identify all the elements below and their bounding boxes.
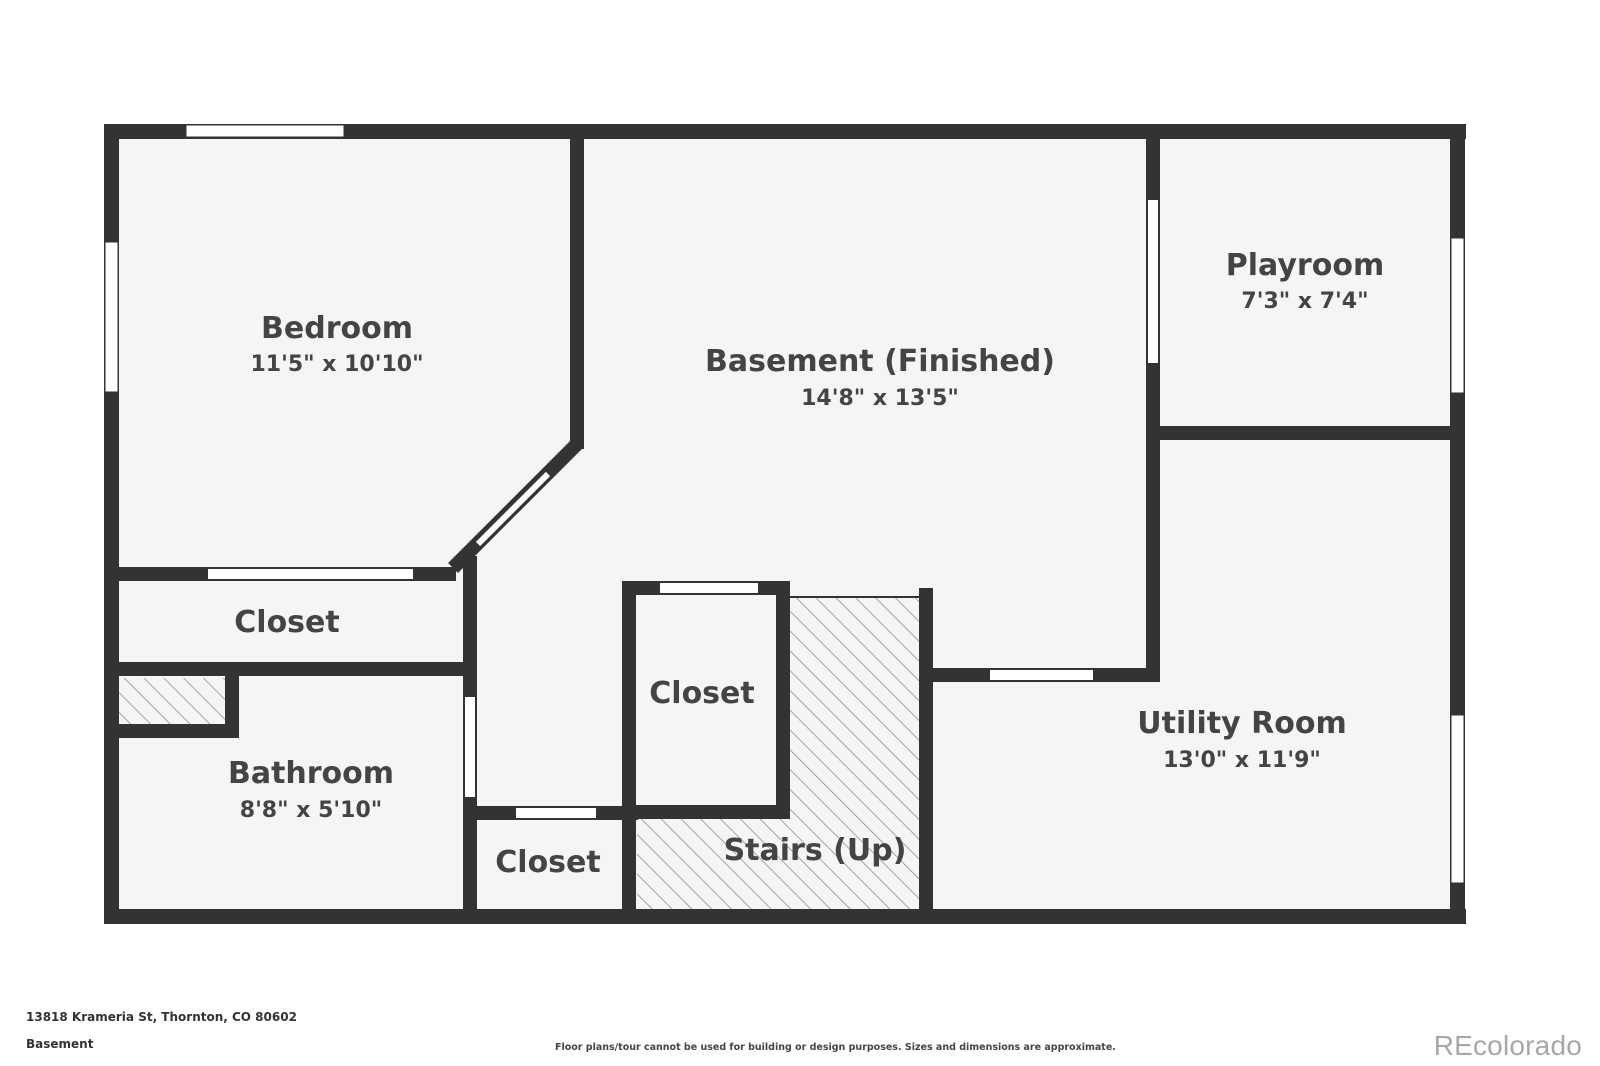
wall-stairs-east xyxy=(919,588,933,916)
disclaimer: Floor plans/tour cannot be used for buil… xyxy=(555,1042,1116,1053)
wall-playroom-south xyxy=(1153,426,1458,440)
wall-bath-box-east xyxy=(225,668,239,736)
stairs-outline xyxy=(790,596,921,598)
bedroom-dims: 11'5" x 10'10" xyxy=(250,352,423,377)
wall-closet-south xyxy=(111,662,471,676)
wall-top xyxy=(104,124,1466,139)
wall-closet2-west xyxy=(622,581,636,916)
basement-dims: 14'8" x 13'5" xyxy=(801,386,959,411)
door-basement-playroom xyxy=(1148,200,1158,363)
closet-3-name: Closet xyxy=(495,845,600,880)
door-bathroom xyxy=(465,697,475,797)
wall-closet2-south xyxy=(622,805,790,819)
wall-bottom xyxy=(104,909,1466,924)
door-bedroom-closet xyxy=(208,569,413,579)
playroom-dims: 7'3" x 7'4" xyxy=(1241,289,1368,314)
door-small-closet xyxy=(516,808,596,818)
window-bedroom-left xyxy=(104,241,119,393)
window-utility-right xyxy=(1450,714,1465,884)
property-address: 13818 Krameria St, Thornton, CO 80602 xyxy=(26,1010,297,1024)
wall-closet2-east xyxy=(776,581,790,819)
utility-dims: 13'0" x 11'9" xyxy=(1163,748,1321,773)
bath-hatch xyxy=(118,678,230,728)
utility-name: Utility Room xyxy=(1137,706,1346,741)
window-playroom-right xyxy=(1450,237,1465,394)
playroom-name: Playroom xyxy=(1226,248,1384,283)
basement-name: Basement (Finished) xyxy=(705,344,1055,379)
door-opening-angled xyxy=(475,471,551,547)
bathroom-name: Bathroom xyxy=(228,756,394,791)
closet-2-name: Closet xyxy=(649,676,754,711)
floor-level: Basement xyxy=(26,1037,94,1051)
wall-bath-box-south xyxy=(111,724,239,738)
stairs-hatch-top xyxy=(637,596,787,812)
openings xyxy=(104,124,1465,884)
door-closet2 xyxy=(660,583,758,593)
door-utility xyxy=(990,670,1093,680)
bedroom-name: Bedroom xyxy=(261,311,413,346)
closet-1-name: Closet xyxy=(234,605,339,640)
brand-logo: REcolorado xyxy=(1433,1030,1582,1061)
bathroom-dims: 8'8" x 5'10" xyxy=(240,798,382,823)
room-labels: Bedroom 11'5" x 10'10" Basement (Finishe… xyxy=(228,248,1384,880)
stairs-name: Stairs (Up) xyxy=(724,833,907,868)
wall-bedroom-east xyxy=(570,131,584,449)
window-bedroom-top xyxy=(185,124,345,138)
doorways xyxy=(208,200,1158,818)
